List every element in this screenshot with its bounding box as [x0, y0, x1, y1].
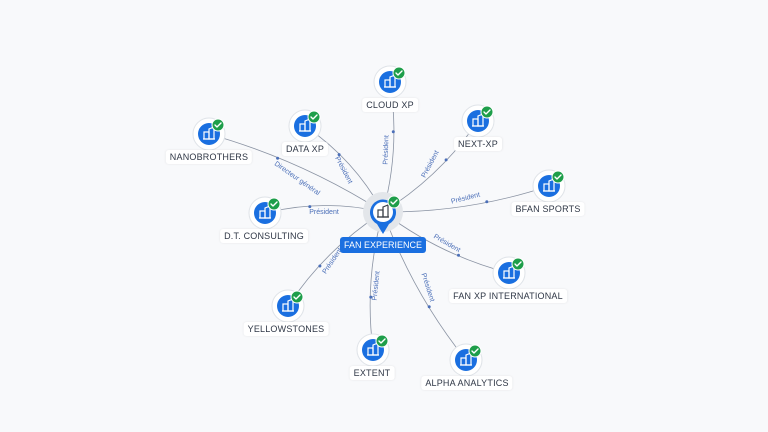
node-label-yellowstones[interactable]: YELLOWSTONES — [243, 322, 329, 336]
check-icon — [307, 110, 321, 124]
edge-bfan-sports — [382, 185, 550, 213]
node-fan-xp-international[interactable] — [492, 256, 526, 290]
check-icon — [211, 118, 225, 132]
node-label-dt-consulting[interactable]: D.T. CONSULTING — [220, 229, 308, 243]
node-bfan-sports[interactable] — [532, 169, 566, 203]
node-label-bfan-sports[interactable]: BFAN SPORTS — [511, 202, 585, 216]
check-icon — [392, 66, 406, 80]
edge-arrow-extent — [369, 295, 373, 299]
edge-arrow-yellowstones — [318, 264, 322, 268]
check-icon — [387, 195, 401, 209]
node-next-xp[interactable] — [461, 104, 495, 138]
node-label-data-xp[interactable]: DATA XP — [281, 142, 329, 156]
edge-arrow-bfan-sports — [485, 200, 489, 204]
edge-arrow-nanobrothers — [276, 156, 280, 160]
check-icon — [267, 197, 281, 211]
node-data-xp[interactable] — [288, 109, 322, 143]
node-dt-consulting[interactable] — [248, 196, 282, 230]
edge-arrow-next-xp — [444, 158, 448, 162]
check-icon — [551, 170, 565, 184]
edge-nanobrothers — [208, 133, 384, 213]
edge-arrow-cloud-xp — [391, 130, 395, 134]
edge-label-dt-consulting: Président — [309, 209, 339, 216]
node-label-cloud-xp[interactable]: CLOUD XP — [362, 98, 418, 112]
check-icon — [375, 334, 389, 348]
nodes-group — [192, 65, 566, 377]
node-label-extent[interactable]: EXTENT — [349, 366, 395, 380]
check-icon — [511, 257, 525, 271]
node-cloud-xp[interactable] — [373, 65, 407, 99]
edge-alpha-analytics — [382, 211, 467, 361]
node-label-fan-xp-international[interactable]: FAN XP INTERNATIONAL — [449, 289, 567, 303]
node-alpha-analytics[interactable] — [449, 343, 483, 377]
node-yellowstones[interactable] — [271, 289, 305, 323]
edge-label-bfan-sports: Président — [450, 192, 480, 206]
node-label-nanobrothers[interactable]: NANOBROTHERS — [165, 150, 253, 164]
edge-arrow-alpha-analytics — [427, 305, 431, 309]
edge-arrow-dt-consulting — [308, 205, 312, 209]
edge-label-next-xp: Président — [421, 150, 441, 179]
edge-label-extent: Président — [371, 271, 381, 301]
edge-label-alpha-analytics: Président — [420, 272, 436, 302]
node-extent[interactable] — [356, 333, 390, 367]
edge-label-data-xp: Président — [333, 156, 353, 185]
node-label-next-xp[interactable]: NEXT-XP — [454, 137, 502, 151]
center-label[interactable]: FAN EXPERIENCE — [339, 237, 427, 253]
node-nanobrothers[interactable] — [192, 117, 226, 151]
edge-arrow-data-xp — [337, 153, 341, 157]
edge-label-cloud-xp: Président — [382, 135, 390, 165]
center-node[interactable] — [363, 192, 403, 234]
node-label-alpha-analytics[interactable]: ALPHA ANALYTICS — [421, 376, 513, 390]
check-icon — [480, 105, 494, 119]
check-icon — [468, 344, 482, 358]
building-icon — [377, 204, 389, 218]
check-icon — [290, 290, 304, 304]
edge-arrow-fan-xp-international — [457, 253, 460, 257]
